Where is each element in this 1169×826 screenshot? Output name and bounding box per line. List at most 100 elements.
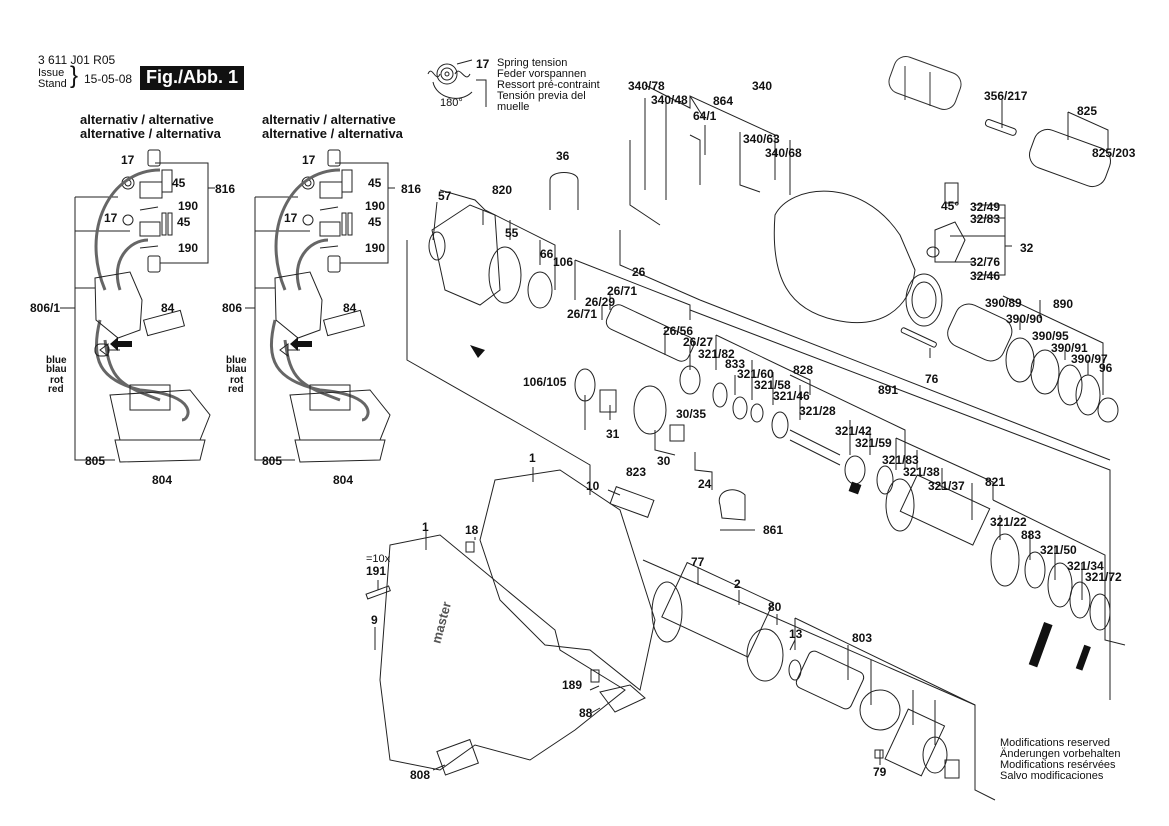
part-label: 17 bbox=[284, 211, 298, 225]
wire-color-label: blue bbox=[46, 355, 67, 366]
part-label: 26/29 bbox=[585, 295, 616, 309]
note-line: Salvo modificaciones bbox=[1000, 770, 1104, 782]
part-label: 321/37 bbox=[928, 479, 965, 493]
modifications-note: Modifications reserved Änderungen vorbeh… bbox=[1000, 738, 1120, 782]
part-label: 106/105 bbox=[523, 375, 567, 389]
wire-color-label: rot bbox=[50, 375, 64, 386]
note-line: Feder vorspannen bbox=[497, 68, 587, 80]
spindle-parts bbox=[712, 382, 894, 495]
screw-76 bbox=[900, 327, 937, 348]
switch-unit-2 bbox=[274, 271, 391, 463]
intermediate-shaft bbox=[574, 368, 685, 442]
part-label: 321/60 bbox=[737, 367, 774, 381]
part-label: 2 bbox=[734, 577, 741, 591]
nose-housing bbox=[773, 190, 943, 327]
alt-panel-1-title-line2: alternative / alternativa bbox=[80, 126, 221, 141]
part-label: 828 bbox=[793, 363, 814, 377]
spring-189 bbox=[590, 669, 600, 683]
part-label: 30/35 bbox=[676, 407, 707, 421]
part-label: 356/217 bbox=[984, 89, 1028, 103]
alt-panel-1-bracket bbox=[60, 162, 215, 461]
part-label: 390/91 bbox=[1051, 341, 1088, 355]
part-label: 805 bbox=[85, 454, 106, 468]
part-label: 26 bbox=[632, 265, 646, 279]
part-label: 340/68 bbox=[765, 146, 802, 160]
part-label: 805 bbox=[262, 454, 283, 468]
motor-stator-2 bbox=[651, 561, 784, 682]
part-label: 883 bbox=[1021, 528, 1042, 542]
alt-panel-2-title: alternativ / alternative alternative / a… bbox=[262, 113, 403, 141]
part-label: 321/50 bbox=[1040, 543, 1077, 557]
part-label: 321/38 bbox=[903, 465, 940, 479]
part-label: 32/83 bbox=[970, 212, 1001, 226]
part-label: 891 bbox=[878, 383, 899, 397]
part-label: 833 bbox=[725, 357, 746, 371]
piston-assembly-26 bbox=[605, 304, 701, 395]
part-label: 825/203 bbox=[1092, 146, 1136, 160]
screw-356-217 bbox=[984, 119, 1017, 136]
part-label: 340/63 bbox=[743, 132, 780, 146]
issue-date: 15-05-08 bbox=[84, 72, 133, 86]
housing-half-right bbox=[479, 469, 656, 691]
pin-18 bbox=[465, 541, 475, 553]
part-label: 18 bbox=[465, 523, 479, 537]
note-line: Tensión previa del bbox=[497, 90, 586, 102]
part-label: 321/82 bbox=[698, 347, 735, 361]
part-label: 861 bbox=[763, 523, 784, 537]
part-label: 64/1 bbox=[693, 109, 717, 123]
part-label: 36 bbox=[556, 149, 570, 163]
screw-79 bbox=[874, 749, 884, 759]
leader-lines-main bbox=[374, 84, 1126, 801]
arrow-right-icon bbox=[470, 345, 485, 358]
part-label: 32/49 bbox=[970, 200, 1001, 214]
arrow-left-icon-2 bbox=[290, 337, 312, 351]
note-line: Modifications reserved bbox=[1000, 737, 1111, 749]
label-plate-10 bbox=[609, 486, 655, 518]
marker-bar-1 bbox=[1028, 622, 1053, 668]
label-plate-808 bbox=[436, 738, 480, 776]
brush-holder-assembly-2 bbox=[301, 149, 353, 273]
part-label: 190 bbox=[365, 199, 386, 213]
part-label: 32/76 bbox=[970, 255, 1001, 269]
wire-color-label: red bbox=[228, 384, 244, 395]
part-label: 821 bbox=[985, 475, 1006, 489]
wire-color-label: rot bbox=[230, 375, 244, 386]
alt-panel-1-title: alternativ / alternative alternative / a… bbox=[80, 113, 221, 141]
part-label: 88 bbox=[579, 706, 593, 720]
part-label: 32 bbox=[1020, 241, 1034, 255]
brace-symbol: } bbox=[70, 62, 79, 89]
part-label: 84 bbox=[161, 301, 175, 315]
part-label: 321/72 bbox=[1085, 570, 1122, 584]
stand-label: Stand bbox=[38, 78, 67, 90]
part-label: 390/95 bbox=[1032, 329, 1069, 343]
part-label: 189 bbox=[562, 678, 583, 692]
tool-holder-821 bbox=[885, 474, 1111, 631]
figure-label: Fig./Abb. 1 bbox=[140, 66, 244, 90]
part-label: 55 bbox=[505, 226, 519, 240]
part-label: 31 bbox=[606, 427, 620, 441]
part-label: 84 bbox=[343, 301, 357, 315]
filled-marks bbox=[110, 337, 1091, 671]
switch-trigger-88 bbox=[599, 684, 646, 713]
part-label: 321/46 bbox=[773, 389, 810, 403]
part-label: 390/90 bbox=[1006, 312, 1043, 326]
part-label: 45 bbox=[368, 215, 382, 229]
part-label: 106 bbox=[553, 255, 574, 269]
part-label: 66 bbox=[540, 247, 554, 261]
part-label: 864 bbox=[713, 94, 734, 108]
part-label: 76 bbox=[925, 372, 939, 386]
part-label: 804 bbox=[333, 473, 354, 487]
part-label: 45 bbox=[172, 176, 186, 190]
part-label: 820 bbox=[492, 183, 513, 197]
housing-half-left bbox=[379, 534, 626, 771]
part-label: 24 bbox=[698, 477, 712, 491]
chuck-825 bbox=[1029, 128, 1111, 188]
rings-890 bbox=[947, 303, 1119, 423]
part-label: 190 bbox=[178, 199, 199, 213]
part-label: 1 bbox=[422, 520, 429, 534]
alt-panel-1-title-line1: alternativ / alternative bbox=[80, 112, 214, 127]
part-label: 816 bbox=[215, 182, 236, 196]
part-label: 45° bbox=[941, 199, 960, 213]
part-label: 26/56 bbox=[663, 324, 694, 338]
